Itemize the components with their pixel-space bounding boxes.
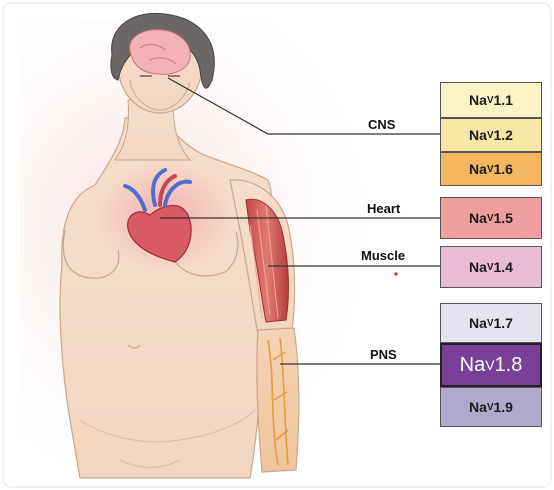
channel-number: 1.6 (493, 161, 512, 177)
channel-number: 1.7 (493, 315, 512, 331)
label-muscle: Muscle (361, 249, 405, 262)
channel-number: 1.1 (493, 92, 512, 108)
channel-prefix: Na (460, 354, 486, 377)
channel-prefix: Na (469, 127, 487, 143)
forearm (257, 328, 299, 472)
channel-prefix: Na (469, 399, 487, 415)
label-pns: PNS (370, 348, 397, 361)
channel-prefix: Na (469, 210, 487, 226)
channel-prefix: Na (469, 161, 487, 177)
channel-number: 1.8 (495, 354, 523, 377)
label-cns: CNS (368, 118, 395, 131)
channel-number: 1.2 (493, 127, 512, 143)
channel-prefix: Na (469, 315, 487, 331)
channel-number: 1.9 (493, 399, 512, 415)
channel-subscript: V (485, 357, 494, 373)
channel-prefix: Na (469, 92, 487, 108)
channel-prefix: Na (469, 259, 487, 275)
label-heart: Heart (367, 202, 400, 215)
channel-number: 1.4 (493, 259, 512, 275)
channel-number: 1.5 (493, 210, 512, 226)
red-dot-marker (394, 272, 397, 275)
